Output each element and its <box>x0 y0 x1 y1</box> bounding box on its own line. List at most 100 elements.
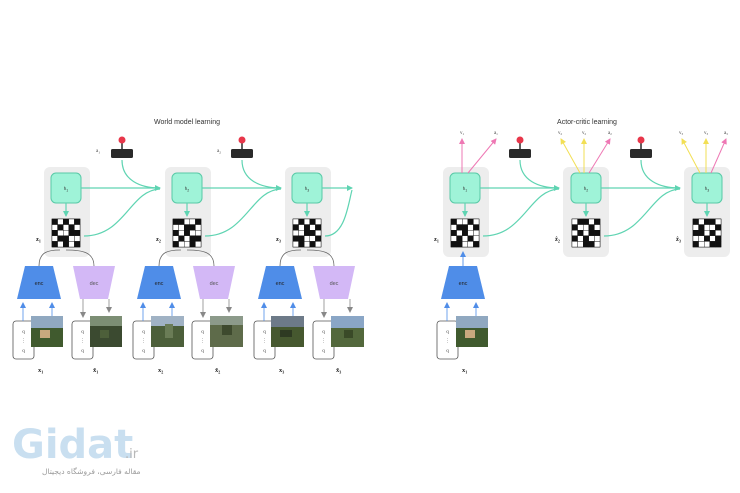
latent-grid-cell <box>68 218 75 225</box>
latent-grid-cell <box>715 224 722 231</box>
logo-wordmark: Gidat <box>12 422 133 468</box>
value-output-arrow <box>560 138 581 174</box>
latent-grid-cell <box>315 229 322 236</box>
latent-grid-cell <box>456 235 463 242</box>
action-label: a3 <box>724 131 728 136</box>
svg-text:q: q <box>201 349 204 354</box>
latent-grid-cell <box>178 235 185 242</box>
ac-recurrent-state-h1: h1 <box>449 172 481 204</box>
latent-grid-cell <box>195 218 202 225</box>
latent-grid-z1 <box>51 218 81 248</box>
latent-grid-cell <box>309 235 316 242</box>
latent-grid-cell <box>571 229 578 236</box>
latent-grid-cell <box>183 235 190 242</box>
latent-grid-cell <box>57 218 64 225</box>
z2-to-h3-curve <box>204 188 282 237</box>
latent-grid-cell <box>715 218 722 225</box>
latent-grid-cell <box>195 235 202 242</box>
latent-grid-cell <box>74 224 81 231</box>
latent-grid-cell <box>189 224 196 231</box>
latent-grid-cell <box>292 235 299 242</box>
latent-grid-cell <box>63 241 70 248</box>
svg-text:q: q <box>142 330 145 335</box>
reconstruction-output-1: q ⋮ q <box>71 316 122 360</box>
latent-grid-z1 <box>450 218 480 248</box>
latent-grid-cell <box>473 241 480 248</box>
encoder-label: enc <box>276 281 285 287</box>
latent-grid-cell <box>709 241 716 248</box>
joystick-icon <box>111 136 133 158</box>
latent-grid-cell <box>189 241 196 248</box>
encoder-label: enc <box>155 281 164 287</box>
x-label-3: x3 <box>279 367 284 375</box>
latent-grid-cell <box>68 241 75 248</box>
ac-recurrent-state-h2: h2 <box>570 172 602 204</box>
latent-grid-cell <box>698 224 705 231</box>
h-label: h <box>64 186 67 191</box>
svg-text:h2: h2 <box>185 186 190 193</box>
latent-grid-cell <box>594 218 601 225</box>
svg-text:q: q <box>81 330 84 335</box>
latent-grid-cell <box>172 235 179 242</box>
latent-grid-cell <box>456 229 463 236</box>
latent-grid-cell <box>57 241 64 248</box>
action-label: a1 <box>494 131 498 136</box>
latent-grid-cell <box>51 229 58 236</box>
encoder-label: enc <box>459 281 468 287</box>
svg-text:⋮: ⋮ <box>21 338 26 344</box>
value-label: v1 <box>460 131 465 136</box>
latent-grid-cell <box>63 229 70 236</box>
latent-grid-cell <box>709 235 716 242</box>
z-label-3: z3 <box>276 236 281 244</box>
action-label-2: a2 <box>217 149 221 155</box>
logo-tagline: مقاله فارسی، فروشگاه دیجیتال <box>42 467 141 476</box>
z1-to-h2-curve <box>83 188 161 237</box>
x-label-2: x2 <box>158 367 163 375</box>
latent-grid-cell <box>63 218 70 225</box>
latent-grid-cell <box>51 235 58 242</box>
latent-grid-cell <box>709 229 716 236</box>
latent-grid-cell <box>304 241 311 248</box>
encoder-to-z-curve <box>38 249 61 267</box>
latent-grid-cell <box>588 241 595 248</box>
svg-text:q: q <box>81 349 84 354</box>
latent-grid-cell <box>172 218 179 225</box>
recurrent-state-h3: h3 <box>291 172 323 204</box>
decoder-block-2 <box>193 266 235 299</box>
latent-grid-cell <box>698 229 705 236</box>
latent-grid-cell <box>462 241 469 248</box>
actor-critic-title: Actor-critic learning <box>557 119 617 126</box>
world-model-title: World model learning <box>154 119 220 126</box>
latent-grid-cell <box>51 241 58 248</box>
joystick-icon <box>630 136 652 158</box>
latent-grid-cell <box>304 235 311 242</box>
svg-text:q: q <box>446 349 449 354</box>
latent-grid-cell <box>292 229 299 236</box>
zhat-label-2: ẑ2 <box>555 236 560 244</box>
latent-grid-cell <box>450 241 457 248</box>
decoder-label: dec <box>330 281 339 287</box>
latent-grid-cell <box>315 218 322 225</box>
latent-grid-cell <box>450 218 457 225</box>
latent-grid-cell <box>189 218 196 225</box>
svg-text:q: q <box>322 330 325 335</box>
z-to-decoder-curve <box>306 249 335 267</box>
value-output-arrow <box>681 138 701 174</box>
latent-grid-cell <box>292 218 299 225</box>
latent-grid-cell <box>68 224 75 231</box>
latent-grid-cell <box>462 224 469 231</box>
svg-text:q: q <box>201 330 204 335</box>
latent-grid-cell <box>183 241 190 248</box>
gidat-logo: Gidat .ir مقاله فارسی، فروشگاه دیجیتال <box>12 422 141 476</box>
latent-grid-cell <box>709 224 716 231</box>
latent-grid-cell <box>74 218 81 225</box>
latent-grid-cell <box>692 229 699 236</box>
latent-grid-cell <box>298 224 305 231</box>
xhat-label-1: x̂1 <box>93 367 99 375</box>
action-output-arrow <box>588 138 611 174</box>
svg-text:⋮: ⋮ <box>262 338 267 344</box>
latent-grid-cell <box>309 229 316 236</box>
latent-grid-cell <box>51 224 58 231</box>
action1-to-h2-curve <box>121 159 161 189</box>
latent-grid-cell <box>577 229 584 236</box>
